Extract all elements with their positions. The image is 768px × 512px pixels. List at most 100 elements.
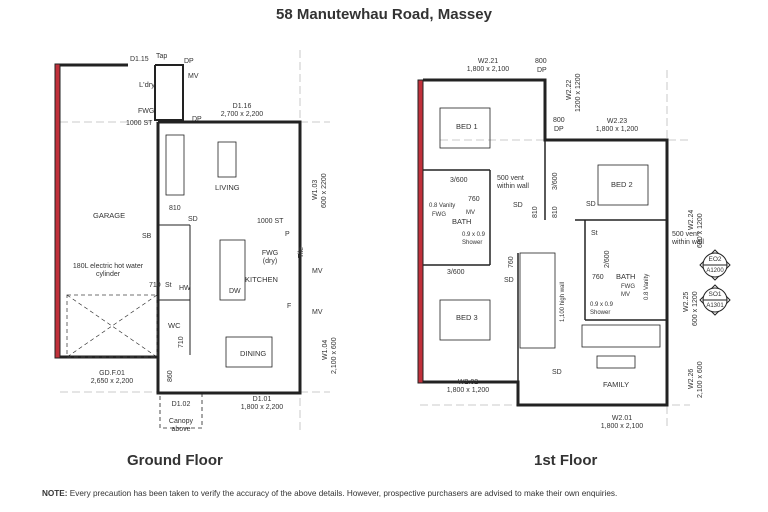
door-label: D1.16: [232, 103, 252, 110]
room-bath-2: BATH: [616, 272, 636, 281]
first-floor-markers: [699, 249, 731, 316]
step-label: 1000 ST: [257, 218, 284, 225]
window-label: W1.03: [312, 179, 319, 200]
window-size: 2,100 x 600: [697, 361, 704, 398]
wardrobe-label: 3/600: [450, 177, 468, 184]
window-label: W2.26: [688, 368, 695, 389]
fridge-label: F: [287, 303, 292, 310]
hot-water-label: HW: [179, 285, 191, 292]
window-label: W2.24: [688, 209, 695, 230]
window-label: W2.22: [566, 79, 573, 100]
storage-label: St: [591, 230, 598, 237]
room-garage: GARAGE: [93, 211, 126, 220]
vent-label: MV: [466, 210, 475, 216]
door-label: 710: [149, 282, 161, 289]
downpipe-label: DP: [184, 58, 194, 65]
window-label: W1.04: [322, 339, 329, 360]
door-label: D1.15: [130, 56, 149, 63]
window-label: W2.01: [611, 415, 633, 422]
room-bed-3: BED 3: [456, 313, 478, 322]
vent-label: 500 vent within wall: [672, 231, 704, 246]
window-size: 2,100 x 600: [331, 337, 338, 374]
marker-label: SO1: [708, 291, 722, 298]
brick-wall: [54, 63, 61, 359]
downpipe-label: DP: [554, 126, 564, 133]
dishwasher-label: DW: [229, 288, 241, 295]
window-label: W2.23: [606, 118, 628, 125]
vent-label: 500 vent within wall: [497, 175, 529, 190]
storage-label: St: [165, 282, 172, 289]
room-wc: WC: [168, 321, 181, 330]
garage-door-size: 2,650 x 2,200: [90, 378, 134, 385]
ground-floor-heading: Ground Floor: [127, 452, 223, 469]
smoke-detector-label: SD: [513, 202, 523, 209]
window-size: 600 x 1200: [697, 213, 704, 248]
pantry-label: P: [285, 231, 290, 238]
marker-label: EO2: [708, 256, 722, 263]
door-label: 810: [552, 206, 559, 218]
room-bed-2: BED 2: [611, 180, 633, 189]
door-label: 810: [532, 206, 539, 218]
note-label: NOTE:: [42, 489, 68, 498]
fwg-label: FWG (dry): [261, 250, 279, 265]
door-label: 760: [592, 274, 604, 281]
wall-height-label: 1,100 high wall: [560, 281, 566, 322]
vent-label: MV: [312, 268, 323, 275]
vent-label: MV: [188, 73, 199, 80]
tap-label: Tap: [156, 53, 168, 60]
disclaimer-note: NOTE: Every precaution has been taken to…: [42, 489, 617, 498]
smoke-detector-label: SD: [504, 277, 514, 284]
window-size: 600 x 1200: [692, 291, 699, 326]
downpipe-label: 800: [553, 117, 565, 124]
first-floor-heading: 1st Floor: [534, 452, 598, 469]
room-living: LIVING: [215, 183, 240, 192]
room-dining: DINING: [240, 349, 267, 358]
switchboard-label: SB: [142, 233, 152, 240]
fwg-label: FWG: [138, 108, 155, 115]
hot-water-cylinder-label: 180L electric hot water cylinder: [72, 263, 144, 278]
brick-wall: [417, 79, 424, 384]
door-size: 1,800 x 2,200: [240, 404, 284, 411]
room-kitchen: KITCHEN: [245, 275, 278, 284]
wardrobe-label: 2/600: [604, 250, 611, 268]
ground-floor-walls: [54, 63, 302, 429]
marker-label: A1200: [706, 268, 724, 274]
window-size: 1,800 x 2,100: [466, 66, 510, 73]
door-size: 2,700 x 2,200: [220, 111, 264, 118]
shower-label: 0.9 x 0.9 Shower: [590, 302, 614, 316]
vent-label: MV: [621, 292, 630, 298]
window-size: 1,800 x 1,200: [595, 126, 639, 133]
downpipe-label: DP: [192, 116, 202, 123]
room-bath-1: BATH: [452, 217, 472, 226]
garage-door-label: GD.F.01: [99, 370, 125, 377]
smoke-detector-label: SD: [586, 201, 596, 208]
downpipe-label: 800: [535, 58, 547, 65]
vanity-label: 0.8 Vanity: [644, 273, 650, 300]
smoke-detector-label: SD: [188, 216, 198, 223]
vanity-label: 0.8 Vanity: [429, 203, 456, 209]
door-label: 760: [468, 196, 480, 203]
window-size: 1,800 x 2,100: [600, 423, 644, 430]
door-label: 810: [169, 205, 181, 212]
door-label: 860: [167, 370, 174, 382]
window-label: W2.25: [683, 291, 690, 312]
room-bed-1: BED 1: [456, 122, 478, 131]
smoke-detector-label: SD: [552, 369, 562, 376]
fwg-label: FWG: [432, 212, 446, 218]
room-family: FAMILY: [603, 380, 630, 389]
door-label: D1.02: [171, 401, 191, 408]
first-floor-walls: [417, 78, 669, 407]
window-size: 1,800 x 1,200: [446, 387, 490, 394]
page-title: 58 Manutewhau Road, Massey: [276, 6, 492, 23]
window-size: 600 x 2200: [321, 173, 328, 208]
room-laundry: L'dry: [139, 80, 156, 89]
tile-label: Tile: [298, 246, 305, 258]
door-label: 710: [178, 336, 185, 348]
window-size: 1200 x 1200: [575, 73, 582, 112]
door-label: D1.01: [252, 396, 272, 403]
marker-label: A1301: [706, 303, 724, 309]
shower-label: 0.9 x 0.9 Shower: [462, 232, 486, 246]
window-label: W2.21: [477, 58, 499, 65]
